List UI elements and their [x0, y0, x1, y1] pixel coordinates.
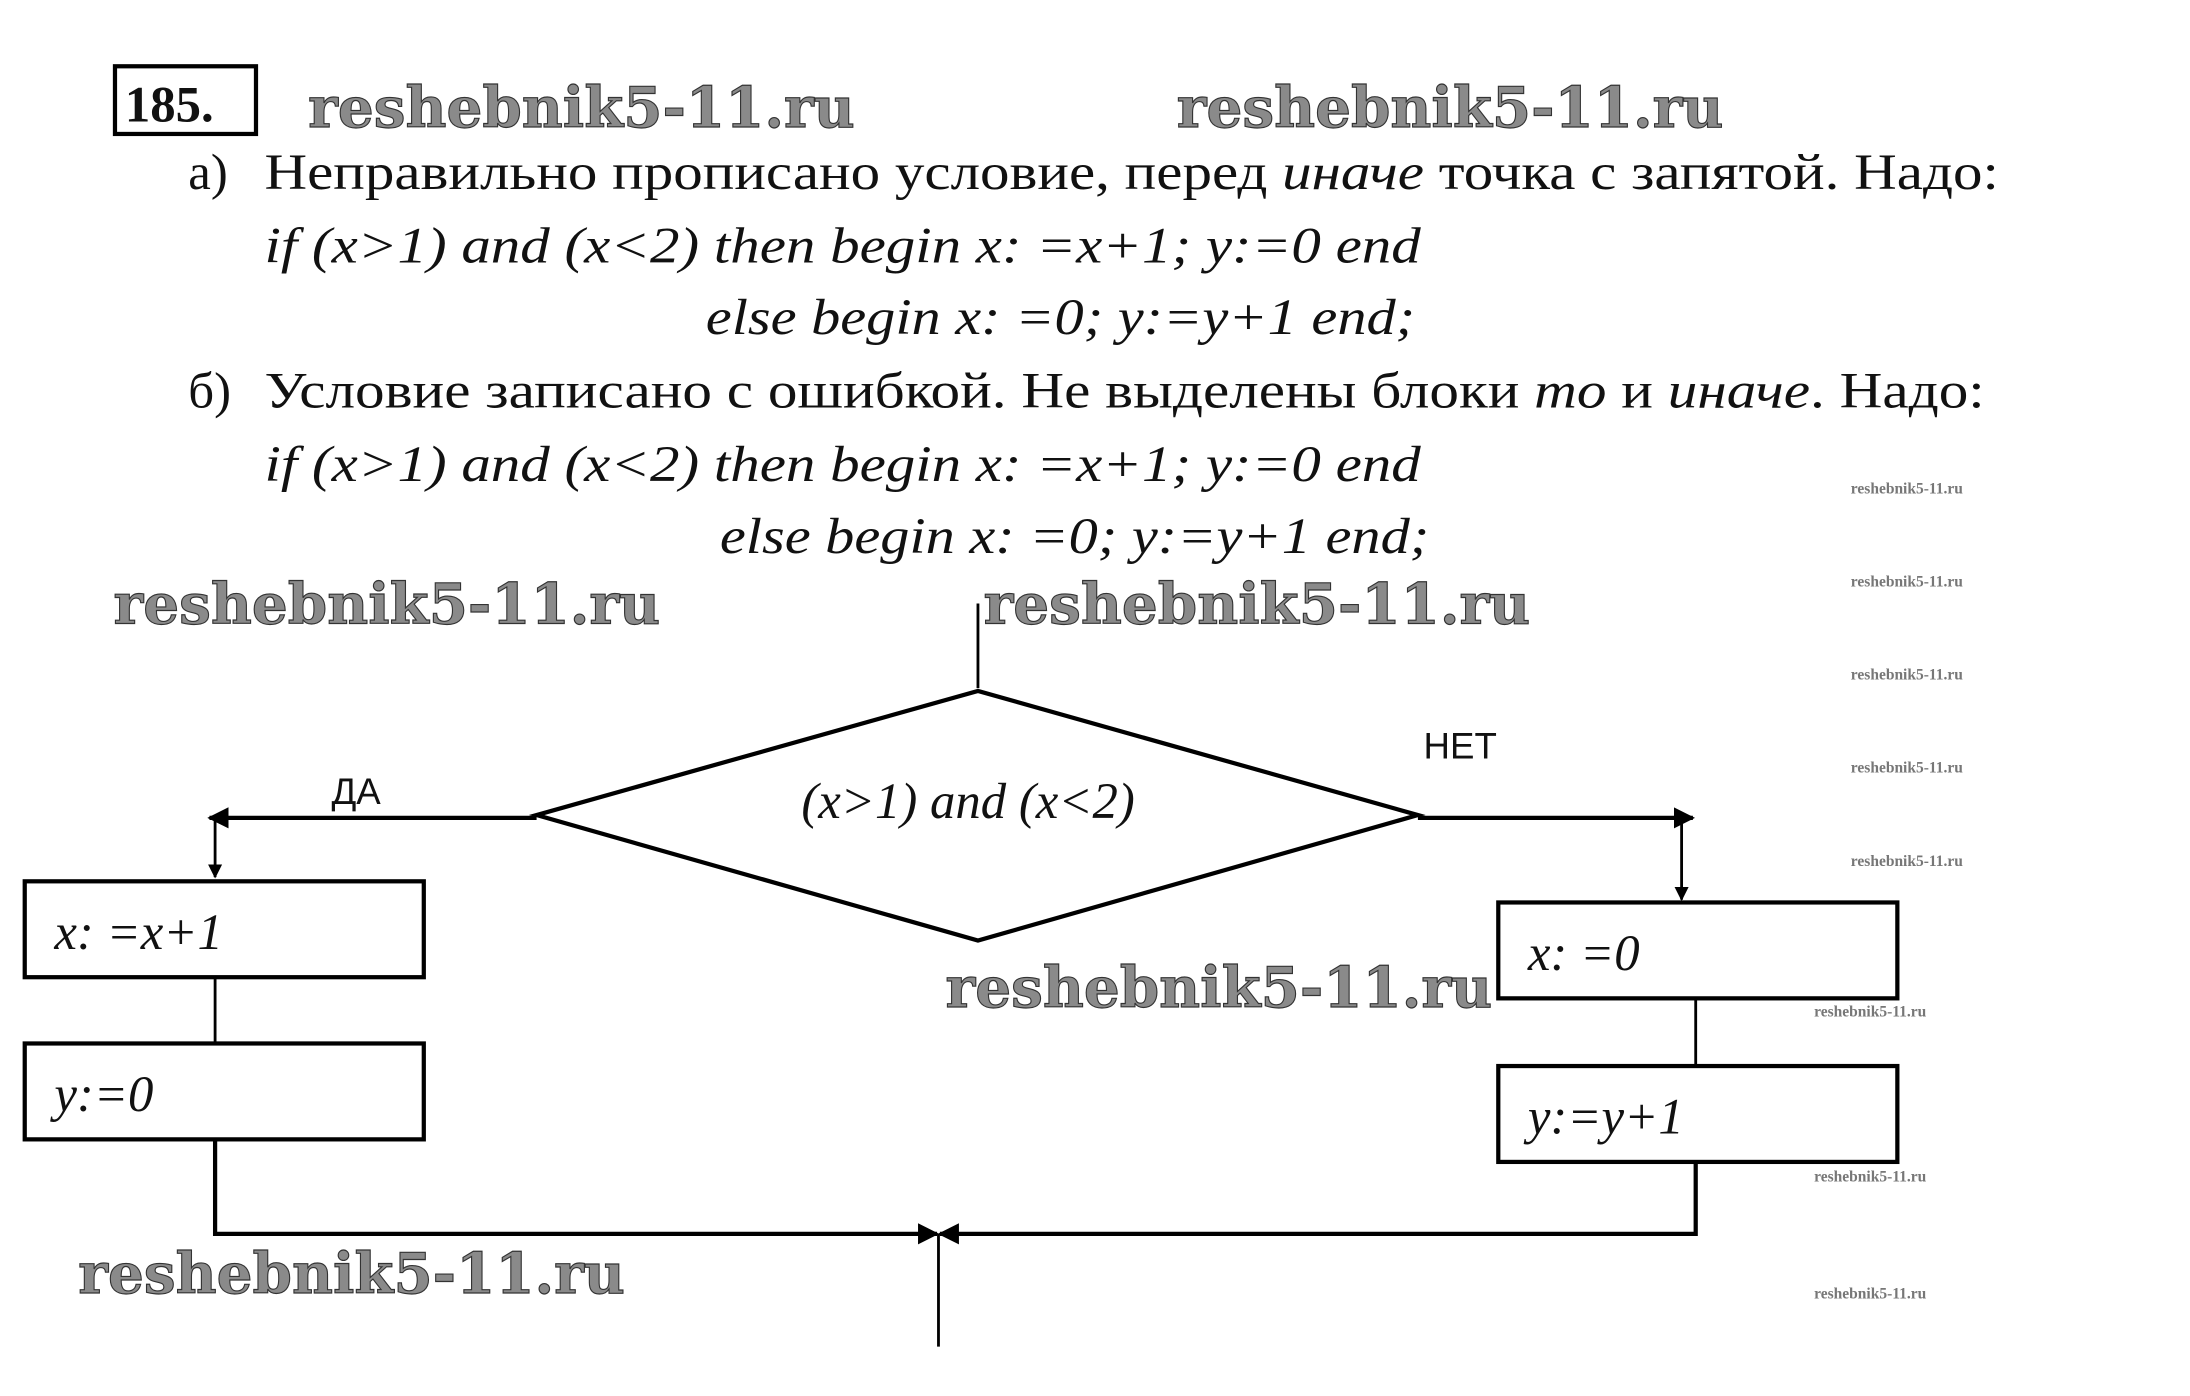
- part-a-text: Неправильно прописано условие, перед ина…: [264, 144, 1998, 200]
- no-label: НЕТ: [1424, 726, 1497, 767]
- process-box-yes-1: [22, 879, 426, 980]
- watermark-small: reshebnik5-11.ru: [1851, 481, 1963, 498]
- watermark: reshebnik5-11.ru: [308, 75, 855, 141]
- process-text-no-1: x: =0: [1527, 925, 1640, 981]
- part-b-text-italic-2: иначе: [1668, 363, 1810, 419]
- watermark-small: reshebnik5-11.ru: [1814, 1286, 1926, 1303]
- watermark: reshebnik5-11.ru: [984, 571, 1531, 637]
- watermark: reshebnik5-11.ru: [1177, 75, 1724, 141]
- part-b-text-before: Условие записано с ошибкой. Не выделены …: [264, 363, 1534, 419]
- yes-merge-arrow: [212, 1139, 940, 1245]
- part-b-code-line-2: else begin x: =0; y:=y+1 end;: [720, 508, 1429, 564]
- part-b-text-after: . Надо:: [1810, 363, 1985, 419]
- condition-text: (x>1) and (x<2): [801, 773, 1134, 829]
- part-a-text-after: точка с запятой. Надо:: [1424, 144, 1999, 200]
- watermark-small: reshebnik5-11.ru: [1851, 760, 1963, 777]
- part-a-text-italic: иначе: [1282, 144, 1424, 200]
- part-a-code-line-2: else begin x: =0; y:=y+1 end;: [706, 289, 1415, 345]
- process-box-yes-2: [22, 1041, 426, 1142]
- part-a-marker: а): [188, 144, 227, 200]
- process-text-no-2: y:=y+1: [1523, 1089, 1684, 1145]
- watermark-small: reshebnik5-11.ru: [1851, 667, 1963, 684]
- problem-number: 185.: [125, 76, 214, 132]
- process-text-yes-2: y:=0: [49, 1066, 153, 1122]
- part-b-text-middle: и: [1607, 363, 1668, 419]
- problem-number-box: [112, 64, 259, 137]
- process-box-no-1: [1496, 900, 1900, 1001]
- no-merge-arrow: [937, 1161, 1698, 1245]
- watermark-small: reshebnik5-11.ru: [1851, 853, 1963, 870]
- part-b-code-line-1: if (x>1) and (x<2) then begin x: =x+1; y…: [264, 436, 1421, 492]
- process-text-yes-1: x: =x+1: [53, 904, 223, 960]
- watermark-small: reshebnik5-11.ru: [1814, 1004, 1926, 1021]
- part-a-code-line-1: if (x>1) and (x<2) then begin x: =x+1; y…: [264, 217, 1421, 273]
- watermark: reshebnik5-11.ru: [78, 1241, 625, 1307]
- watermark-small: reshebnik5-11.ru: [1814, 1169, 1926, 1186]
- flowchart: (x>1) and (x<2) ДА НЕТ x: =x+1 y:=0 x: =…: [22, 603, 1900, 1347]
- watermark: reshebnik5-11.ru: [114, 571, 661, 637]
- watermark: reshebnik5-11.ru: [946, 955, 1493, 1021]
- condition-diamond: [528, 688, 1426, 943]
- yes-label: ДА: [331, 771, 381, 812]
- part-b-marker: б): [188, 363, 231, 419]
- watermark-small: reshebnik5-11.ru: [1851, 574, 1963, 591]
- part-a-text-before: Неправильно прописано условие, перед: [264, 144, 1282, 200]
- part-b-text: Условие записано с ошибкой. Не выделены …: [264, 363, 1984, 419]
- part-b-text-italic-1: то: [1534, 363, 1606, 419]
